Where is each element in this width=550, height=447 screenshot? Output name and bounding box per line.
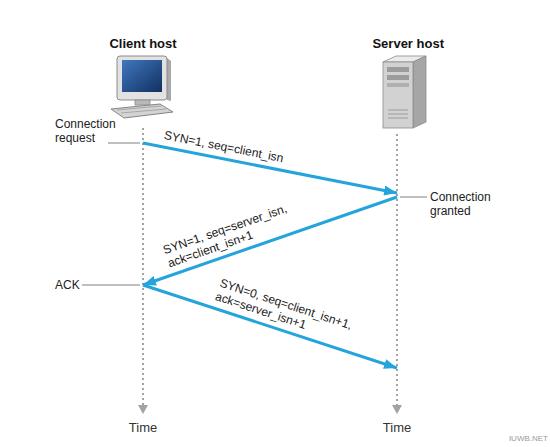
host-node: Server host (350, 36, 444, 130)
vent (388, 118, 408, 119)
tower-side (413, 56, 426, 128)
drive-bay (387, 75, 409, 80)
computer-icon (111, 56, 173, 118)
timeline-arrowhead (392, 405, 402, 414)
event-label: Connection granted (430, 190, 500, 218)
host-title: Client host (96, 36, 190, 52)
tower-front (383, 62, 413, 128)
server-icon (383, 56, 426, 128)
monitor-side (167, 58, 171, 101)
leader-line (108, 143, 140, 144)
monitor-screen (122, 60, 162, 92)
axis-label: Time (377, 421, 417, 435)
keyboard (111, 104, 173, 118)
message-arrows (143, 143, 397, 368)
leader-line (82, 285, 140, 286)
monitor-stand (135, 100, 150, 105)
timeline-arrowhead (138, 405, 148, 414)
host-title: Server host (350, 36, 444, 52)
keyboard-keys (117, 106, 161, 110)
axis-label: Time (123, 421, 163, 435)
watermark: IUWB.NET (488, 432, 548, 446)
client-timeline (142, 128, 144, 405)
drive-bay (387, 67, 409, 72)
server-timeline (396, 134, 398, 405)
event-label: ACK (55, 278, 95, 292)
leader-line (400, 197, 427, 198)
monitor-frame (117, 56, 167, 100)
drive-bay (387, 83, 409, 87)
vent (388, 110, 408, 111)
vent (388, 114, 408, 115)
event-label: Connection request (55, 117, 123, 145)
host-node: Client host (96, 36, 190, 122)
keyboard-keys (121, 109, 166, 113)
